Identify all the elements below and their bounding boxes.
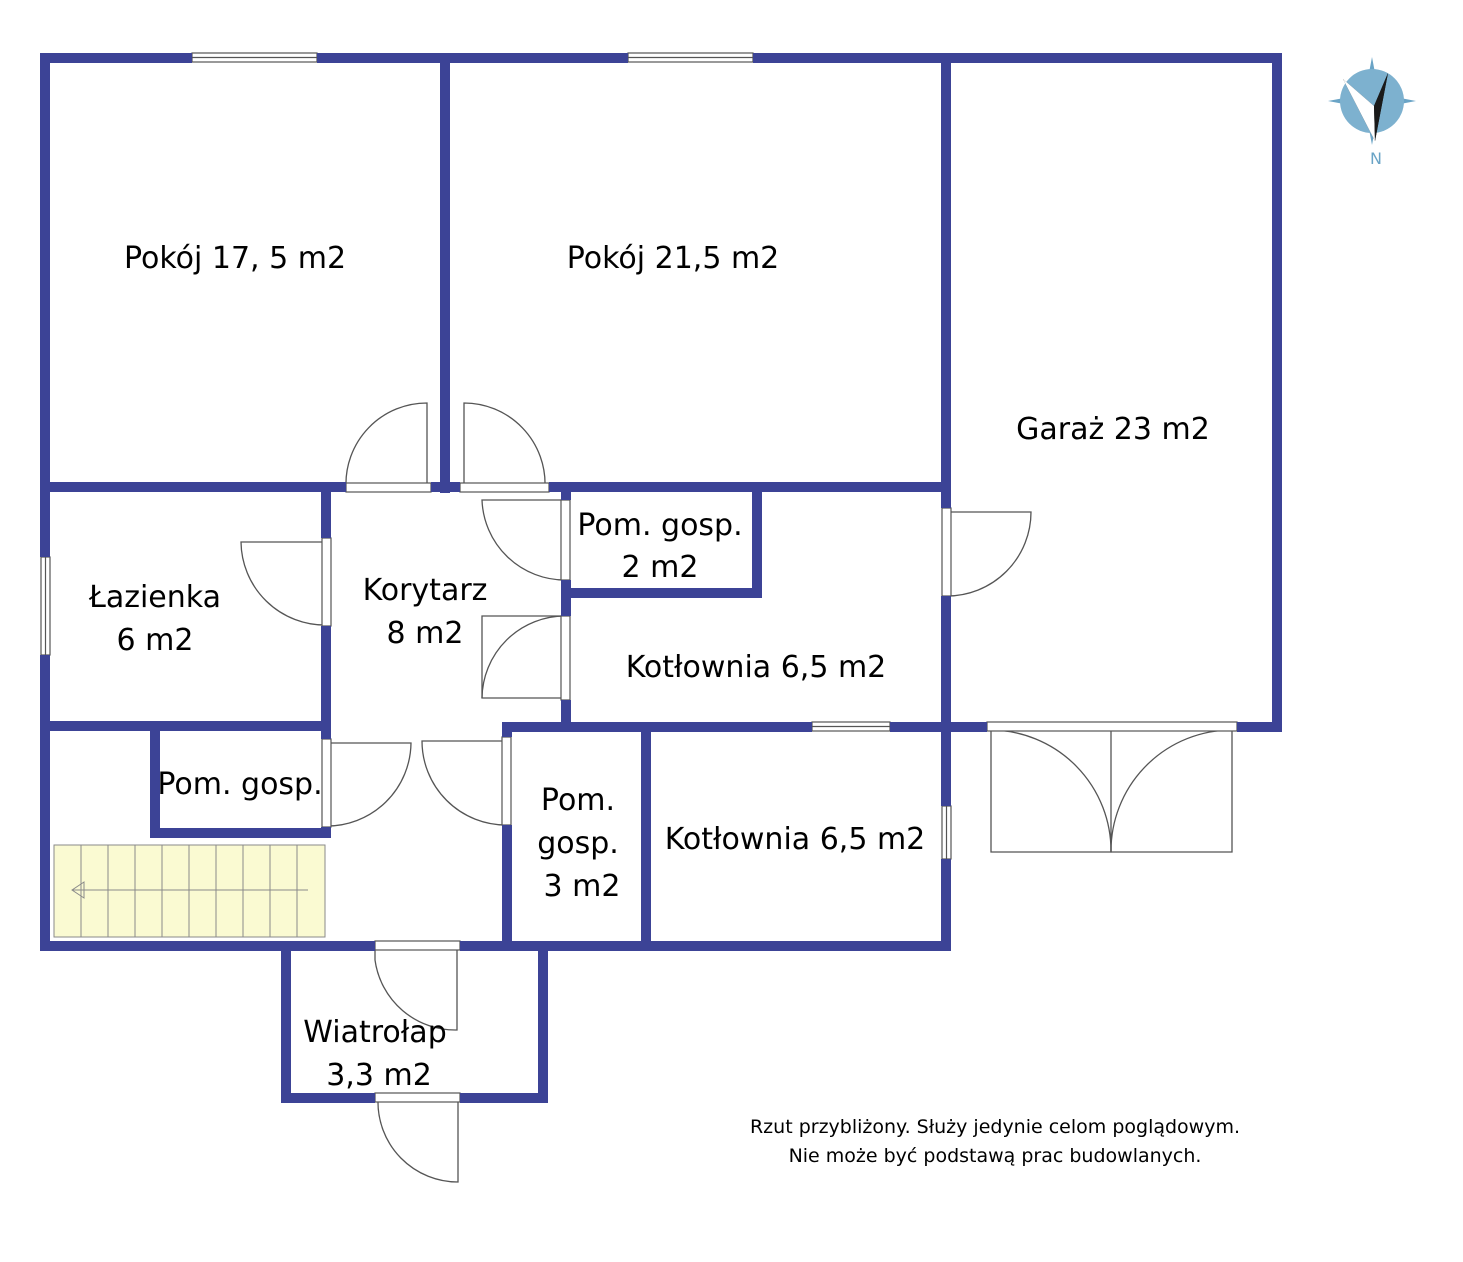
room-label-pom-gosp-3-line2: gosp. <box>537 826 619 861</box>
room-label-korytarz-area: 8 m2 <box>387 616 464 651</box>
stairs <box>53 844 326 938</box>
room-label-korytarz: Korytarz <box>363 573 488 608</box>
disclaimer-line-1: Rzut przybliżony. Służy jedynie celom po… <box>750 1116 1240 1138</box>
room-label-garaz: Garaż 23 m2 <box>1016 412 1210 447</box>
disclaimer-line-2: Nie może być podstawą prac budowlanych. <box>789 1145 1202 1167</box>
door-swings <box>240 402 1233 1183</box>
disclaimer: Rzut przybliżony. Służy jedynie celom po… <box>750 1116 1240 1167</box>
room-label-pokoj-17: Pokój 17, 5 m2 <box>124 241 346 276</box>
room-label-kotlownia-1: Kotłownia 6,5 m2 <box>626 650 887 685</box>
room-label-pom-gosp: Pom. gosp. <box>157 767 322 802</box>
room-label-pom-gosp-3-area: 3 m2 <box>544 869 621 904</box>
room-label-pom-gosp-2: Pom. gosp. <box>577 508 742 543</box>
room-labels: Pokój 17, 5 m2 Pokój 21,5 m2 Garaż 23 m2… <box>88 241 1210 1093</box>
room-label-wiatrolap: Wiatrołap <box>303 1015 446 1050</box>
walls <box>40 53 1282 1103</box>
room-label-lazienka-area: 6 m2 <box>117 623 194 658</box>
room-label-pokoj-21: Pokój 21,5 m2 <box>567 241 780 276</box>
room-label-pom-gosp-2-area: 2 m2 <box>622 550 699 585</box>
room-label-lazienka: Łazienka <box>88 580 221 615</box>
openings <box>40 52 1238 1103</box>
room-label-pom-gosp-3: Pom. <box>541 783 615 818</box>
room-label-wiatrolap-area: 3,3 m2 <box>326 1058 432 1093</box>
compass-icon: N <box>1328 57 1416 168</box>
room-label-kotlownia-2: Kotłownia 6,5 m2 <box>665 822 926 857</box>
compass-north-letter: N <box>1370 149 1382 168</box>
